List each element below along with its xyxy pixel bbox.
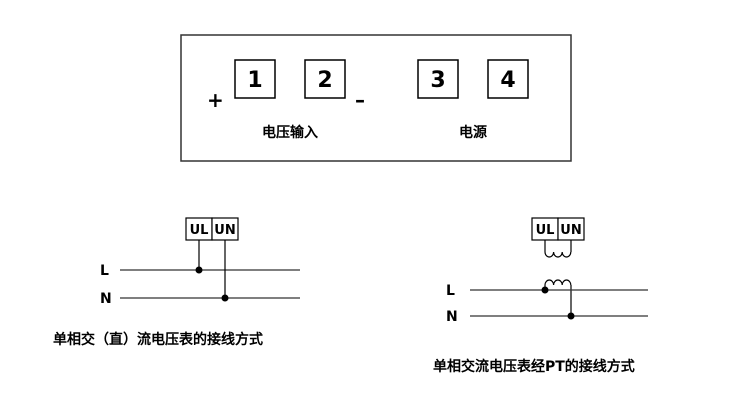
pt-primary-coil: [544, 279, 572, 286]
terminal-4-number: 4: [500, 68, 515, 93]
direct-wiring-diagram: UL UN L N 单相交（直）流电压表的接线方式: [53, 217, 300, 348]
direct-l-label: L: [100, 263, 109, 279]
terminal-1-number: 1: [247, 68, 262, 93]
terminal-3-frame: [417, 59, 459, 99]
pt-secondary-coil: [544, 251, 572, 258]
terminal-3: 3: [417, 59, 459, 99]
pt-ul-label: UL: [536, 223, 555, 238]
power-label: 电源: [459, 124, 487, 141]
terminal-4-frame: [487, 59, 529, 99]
pt-un-label: UN: [560, 223, 581, 238]
direct-ul-label: UL: [190, 223, 209, 238]
pt-wiring-diagram: UL UN L N 单相交流电压表经PT的接线方式: [433, 217, 648, 375]
pt-caption: 单相交流电压表经PT的接线方式: [433, 358, 635, 375]
pt-n-label: N: [446, 309, 458, 325]
terminal-4: 4: [487, 59, 529, 99]
terminal-3-number: 3: [430, 68, 445, 93]
terminal-1-frame: [234, 59, 276, 99]
terminal-1: 1: [234, 59, 276, 99]
direct-junction-l: [195, 266, 203, 274]
terminal-2-number: 2: [317, 68, 332, 93]
terminal-2-frame: [304, 59, 346, 99]
direct-caption: 单相交（直）流电压表的接线方式: [53, 331, 263, 348]
direct-n-label: N: [100, 291, 112, 307]
pt-l-label: L: [446, 283, 455, 299]
pt-junction-n: [567, 312, 575, 320]
direct-un-label: UN: [214, 223, 235, 238]
meter-terminal-panel: + – 1 2 3 4 电压输入 电源: [180, 34, 572, 162]
plus-sign: +: [207, 88, 224, 112]
terminal-2: 2: [304, 59, 346, 99]
voltage-input-label: 电压输入: [262, 124, 318, 141]
minus-sign: –: [355, 88, 365, 112]
pt-junction-l: [541, 286, 549, 294]
meter-panel-frame: [180, 34, 572, 162]
direct-junction-n: [221, 294, 229, 302]
